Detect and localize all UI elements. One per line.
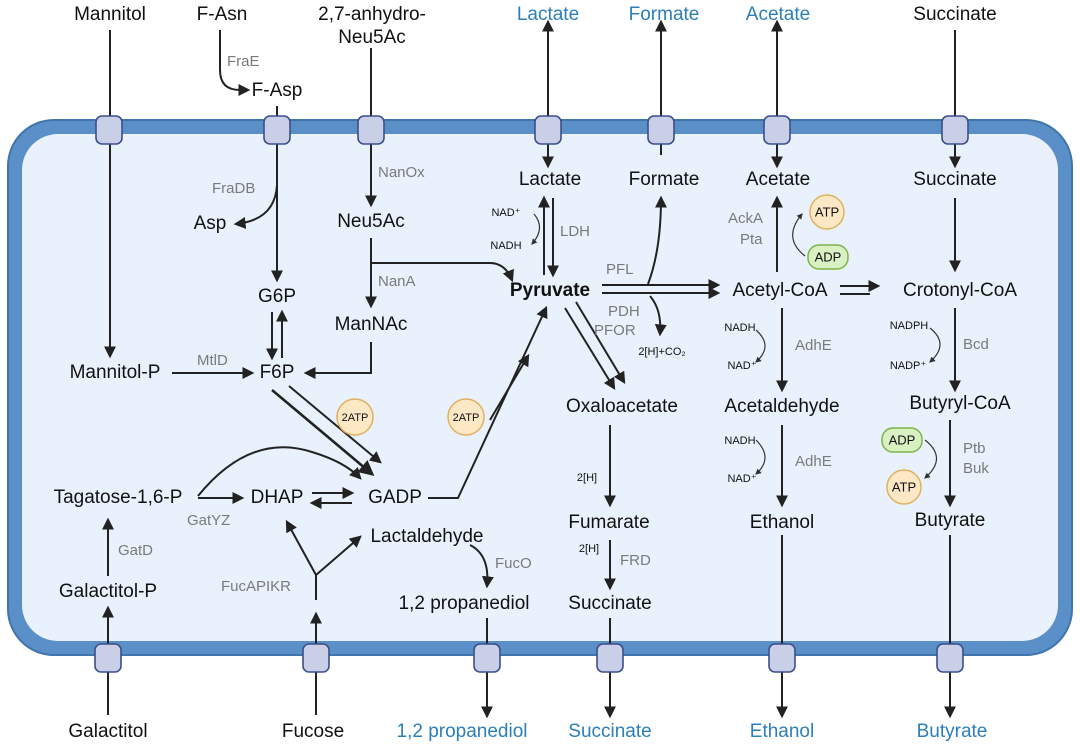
met-fumarate: Fumarate xyxy=(568,512,649,533)
adp-token-butyrate xyxy=(881,427,923,453)
energy-tokens: 2ATP 2ATP ATP ADP ADP ATP xyxy=(336,194,923,505)
ext-f-asn: F-Asn xyxy=(197,4,248,25)
atp-label-acetate: ATP xyxy=(815,204,839,219)
cell-interior xyxy=(22,134,1058,641)
adp-label-acetate: ADP xyxy=(815,249,842,264)
ext-ethanol: Ethanol xyxy=(750,721,814,742)
ext-propanediol: 1,2 propanediol xyxy=(397,721,528,742)
enz-frd: FRD xyxy=(620,552,651,569)
enz-fucapikr: FucAPIKR xyxy=(221,578,291,595)
ext-lactate: Lactate xyxy=(517,4,579,25)
met-tagatose: Tagatose-1,6-P xyxy=(54,487,183,508)
met-acetaldehyde: Acetaldehyde xyxy=(724,396,839,417)
enz-pta: Pta xyxy=(740,231,763,248)
cof-nad-adhe2: NAD⁺ xyxy=(727,473,756,485)
met-acetate: Acetate xyxy=(746,169,810,190)
reaction-arrows xyxy=(102,184,961,600)
met-butyryl-coa: Butyryl-CoA xyxy=(909,393,1011,414)
cof-nadh-adhe1: NADH xyxy=(724,322,755,334)
met-mannac: ManNAc xyxy=(335,314,408,335)
met-crotonyl-coa: Crotonyl-CoA xyxy=(903,280,1017,301)
met-acetyl-coa: Acetyl-CoA xyxy=(732,280,827,301)
atp-label-right: 2ATP xyxy=(453,412,480,424)
met-neu5ac: Neu5Ac xyxy=(337,211,405,232)
met-oxaloacetate: Oxaloacetate xyxy=(566,396,678,417)
enz-nanox: NanOx xyxy=(378,164,425,181)
transporters xyxy=(94,115,969,673)
met-f6p: F6P xyxy=(260,362,295,383)
cof-nadh-adhe2: NADH xyxy=(724,435,755,447)
ext-fucose: Fucose xyxy=(282,721,344,742)
ext-anhydro-line2: Neu5Ac xyxy=(338,27,406,48)
met-butyrate: Butyrate xyxy=(915,510,986,531)
met-succinate-right: Succinate xyxy=(913,169,996,190)
enz-adhe-1: AdhE xyxy=(795,337,832,354)
cofactor-arrows xyxy=(531,213,941,479)
enz-fuco: FucO xyxy=(495,555,532,572)
ext-formate: Formate xyxy=(629,4,700,25)
adp-token-acetate xyxy=(807,244,849,270)
cof-nadph: NADPH xyxy=(890,320,929,332)
ext-acetate: Acetate xyxy=(746,4,810,25)
ext-butyrate: Butyrate xyxy=(917,721,988,742)
enz-pfor: PFOR xyxy=(594,322,636,339)
cof-nadh-ldh: NADH xyxy=(490,240,521,252)
met-gadp: GADP xyxy=(368,487,422,508)
met-succinate: Succinate xyxy=(568,593,651,614)
enz-gatyz: GatYZ xyxy=(187,512,230,529)
atp-token-acetate xyxy=(809,194,845,230)
ext-succinate-bottom: Succinate xyxy=(568,721,651,742)
enz-mtld: MtlD xyxy=(197,352,228,369)
cof-h-fum: 2[H] xyxy=(579,543,599,555)
met-asp: Asp xyxy=(194,213,227,234)
enz-pdh: PDH xyxy=(608,303,640,320)
met-lactate: Lactate xyxy=(519,169,581,190)
enz-bcd: Bcd xyxy=(963,336,989,353)
atp-token-left xyxy=(336,398,374,436)
enzyme-labels: FraE FraDB MtlD NanOx NanA GatYZ GatD Fu… xyxy=(118,53,989,595)
met-pyruvate: Pyruvate xyxy=(510,280,590,301)
atp-token-right xyxy=(447,398,485,436)
met-propanediol: 1,2 propanediol xyxy=(399,593,530,614)
enz-fradb: FraDB xyxy=(212,180,255,197)
met-mannitol-p: Mannitol-P xyxy=(70,362,161,383)
cof-h-co2: 2[H]+CO₂ xyxy=(638,346,685,358)
cof-h-oxalo: 2[H] xyxy=(577,472,597,484)
metabolite-labels: F-Asp Asp G6P F6P Mannitol-P Neu5Ac ManN… xyxy=(54,80,1018,614)
cof-nad-adhe1: NAD⁺ xyxy=(727,360,756,372)
cofactor-labels: NAD⁺ NADH 2[H]+CO₂ 2[H] 2[H] NADH NAD⁺ N… xyxy=(490,207,928,555)
atp-label-left: 2ATP xyxy=(342,412,369,424)
met-ethanol: Ethanol xyxy=(750,512,814,533)
ext-mannitol: Mannitol xyxy=(74,4,146,25)
atp-label-butyrate: ATP xyxy=(892,479,916,494)
met-formate: Formate xyxy=(629,169,700,190)
cof-nad-ldh: NAD⁺ xyxy=(491,207,520,219)
met-lactaldehyde: Lactaldehyde xyxy=(370,526,483,547)
met-g6p: G6P xyxy=(258,286,296,307)
met-f-asp: F-Asp xyxy=(252,80,303,101)
enz-ldh: LDH xyxy=(560,223,590,240)
enz-buk: Buk xyxy=(963,460,989,477)
met-dhap: DHAP xyxy=(251,487,304,508)
ext-succinate-top: Succinate xyxy=(913,4,996,25)
ext-galactitol: Galactitol xyxy=(68,721,147,742)
enz-pfl: PFL xyxy=(606,261,634,278)
adp-label-butyrate: ADP xyxy=(889,432,916,447)
external-labels: Mannitol F-Asn 2,7-anhydro- Neu5Ac Lacta… xyxy=(68,4,996,742)
enz-adhe-2: AdhE xyxy=(795,453,832,470)
enz-gatd: GatD xyxy=(118,542,153,559)
cof-nadp: NADP⁺ xyxy=(890,360,927,372)
atp-token-butyrate xyxy=(886,469,922,505)
enz-ptb: Ptb xyxy=(963,440,986,457)
ext-anhydro-line1: 2,7-anhydro- xyxy=(318,4,426,25)
enz-acka: AckA xyxy=(728,210,763,227)
enz-nana: NanA xyxy=(378,273,416,290)
enz-frae: FraE xyxy=(227,53,260,70)
met-galactitol-p: Galactitol-P xyxy=(59,581,157,602)
